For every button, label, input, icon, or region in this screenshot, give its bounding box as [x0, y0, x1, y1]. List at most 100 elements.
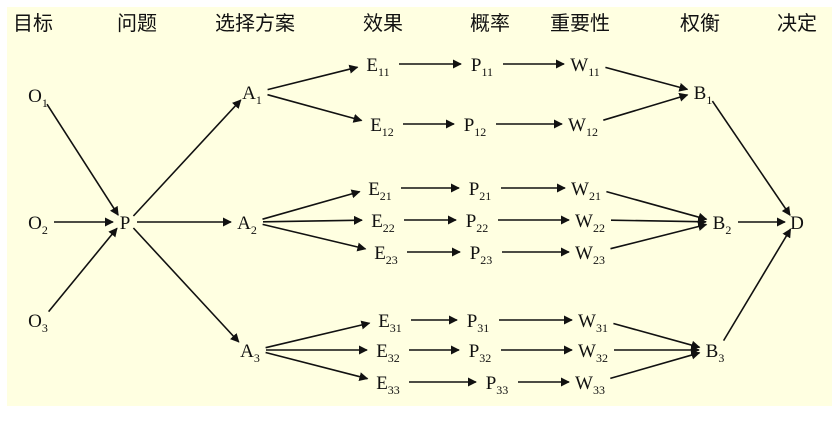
- node-letter: E: [370, 115, 382, 136]
- node-letter: P: [466, 211, 477, 232]
- header-goal: 目标: [13, 11, 53, 35]
- node-letter: A: [240, 341, 254, 362]
- arrow-A1-to-E11: [267, 64, 359, 91]
- node-subscript: 3: [718, 351, 724, 365]
- node-subscript: 33: [593, 383, 605, 397]
- node-O1: O1: [28, 86, 48, 110]
- column-headers: 目标问题选择方案效果概率重要性权衡决定: [13, 11, 817, 35]
- node-B2: B2: [713, 213, 732, 237]
- header-probability: 概率: [470, 11, 510, 35]
- arrow-W12-to-B1: [603, 92, 689, 121]
- node-letter: W: [568, 115, 586, 136]
- node-letter: B: [694, 83, 707, 104]
- node-letter: W: [570, 55, 588, 76]
- header-decision: 决定: [777, 11, 817, 35]
- node-letter: B: [706, 341, 719, 362]
- node-W31: W31: [578, 311, 608, 335]
- node-letter: E: [374, 243, 386, 264]
- node-letter: E: [376, 373, 388, 394]
- arrow-A2-to-E22: [262, 215, 363, 225]
- node-subscript: 3: [42, 321, 48, 335]
- node-O2: O2: [28, 213, 48, 237]
- node-E33: E33: [376, 373, 400, 397]
- node-letter: E: [366, 55, 378, 76]
- node-D: D: [790, 213, 804, 234]
- node-letter: P: [467, 311, 478, 332]
- node-P32: P32: [469, 341, 492, 365]
- node-letter: A: [237, 213, 251, 234]
- node-P11: P11: [471, 55, 493, 79]
- node-P12: P12: [464, 115, 487, 139]
- node-letter: E: [371, 211, 383, 232]
- node-W11: W11: [570, 55, 600, 79]
- node-subscript: 1: [256, 93, 262, 107]
- arrow-W21-to-B2: [606, 190, 708, 222]
- node-letter: P: [470, 243, 481, 264]
- node-subscript: 12: [586, 125, 598, 139]
- arrow-W31-to-B3: [613, 322, 701, 350]
- node-subscript: 2: [725, 223, 731, 237]
- node-subscript: 22: [383, 221, 395, 235]
- node-letter: E: [376, 341, 388, 362]
- node-letter: D: [790, 213, 804, 234]
- arrow-P-to-A3: [132, 227, 240, 343]
- arrow-A3-to-E33: [265, 351, 369, 382]
- node-letter: P: [469, 179, 480, 200]
- node-subscript: 33: [496, 383, 508, 397]
- node-letter: A: [242, 83, 256, 104]
- node-subscript: 1: [42, 96, 48, 110]
- node-B3: B3: [706, 341, 725, 365]
- node-subscript: 23: [480, 253, 492, 267]
- node-subscript: 31: [477, 321, 489, 335]
- node-A2: A2: [237, 213, 257, 237]
- arrow-A3-to-E31: [265, 320, 371, 349]
- arrow-W23-to-B2: [610, 222, 708, 250]
- node-letter: E: [378, 311, 390, 332]
- node-letter: W: [571, 179, 589, 200]
- arrow-B1-to-D: [711, 100, 791, 216]
- node-W12: W12: [568, 115, 598, 139]
- node-letter: W: [578, 341, 596, 362]
- nodes: O1O2O3PA1A2A3E11E12E21E22E23E31E32E33P11…: [28, 55, 804, 397]
- node-subscript: 31: [390, 321, 402, 335]
- node-letter: O: [28, 311, 42, 332]
- node-letter: P: [120, 213, 131, 234]
- node-P31: P31: [467, 311, 490, 335]
- node-E21: E21: [368, 179, 392, 203]
- header-problem: 问题: [117, 11, 157, 35]
- node-letter: W: [575, 243, 593, 264]
- node-subscript: 23: [593, 253, 605, 267]
- node-subscript: 11: [378, 65, 390, 79]
- arrow-W11-to-B1: [605, 66, 689, 92]
- node-W22: W22: [575, 211, 605, 235]
- edges: [46, 59, 792, 387]
- node-B1: B1: [694, 83, 713, 107]
- node-E11: E11: [366, 55, 389, 79]
- node-P21: P21: [469, 179, 492, 203]
- arrow-A2-to-E23: [262, 223, 367, 252]
- node-subscript: 1: [706, 93, 712, 107]
- node-subscript: 31: [596, 321, 608, 335]
- arrow-A2-to-E21: [262, 189, 361, 220]
- header-tradeoff: 权衡: [680, 11, 720, 35]
- node-subscript: 23: [386, 253, 398, 267]
- node-subscript: 21: [479, 189, 491, 203]
- arrow-B3-to-D: [722, 228, 792, 342]
- node-W32: W32: [578, 341, 608, 365]
- node-subscript: 12: [474, 125, 486, 139]
- node-letter: W: [578, 311, 596, 332]
- node-E12: E12: [370, 115, 394, 139]
- node-P33: P33: [486, 373, 509, 397]
- node-P23: P23: [470, 243, 493, 267]
- node-letter: W: [575, 211, 593, 232]
- node-letter: P: [486, 373, 497, 394]
- node-subscript: 12: [382, 125, 394, 139]
- arrow-W22-to-B2: [610, 217, 707, 227]
- node-subscript: 22: [593, 221, 605, 235]
- node-subscript: 2: [251, 223, 257, 237]
- node-subscript: 32: [388, 351, 400, 365]
- node-E23: E23: [374, 243, 398, 267]
- node-O3: O3: [28, 311, 48, 335]
- node-subscript: 32: [479, 351, 491, 365]
